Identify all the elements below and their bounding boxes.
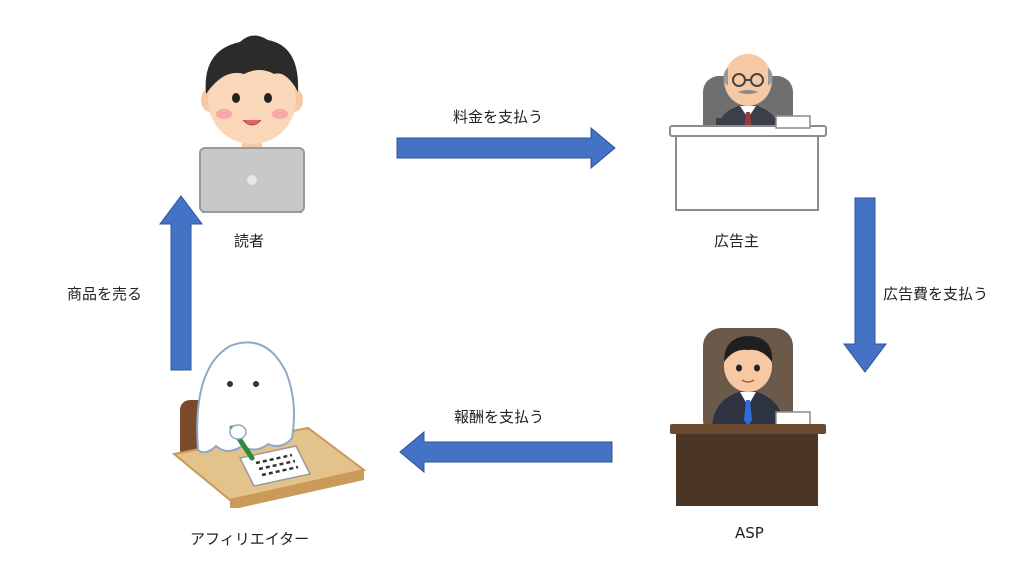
asp-label: ASP xyxy=(735,524,764,542)
advertiser-illustration xyxy=(669,54,827,211)
edge-label-pay-reward: 報酬を支払う xyxy=(454,408,545,426)
affiliate-illustration xyxy=(171,341,367,508)
arrow-affiliate-to-reader xyxy=(159,195,203,371)
asp-illustration xyxy=(670,328,826,506)
affiliate-label: アフィリエイター xyxy=(190,530,310,548)
arrow-reader-to-advertiser xyxy=(396,126,616,170)
arrow-asp-to-affiliate xyxy=(399,430,613,474)
arrow-advertiser-to-asp xyxy=(843,197,887,373)
edge-label-pay-ad-cost: 広告費を支払う xyxy=(883,285,989,303)
edge-label-pay-fee: 料金を支払う xyxy=(453,108,544,126)
reader-illustration xyxy=(199,35,305,213)
reader-label: 読者 xyxy=(234,232,265,250)
advertiser-label: 広告主 xyxy=(714,232,760,250)
edge-label-sell-product: 商品を売る xyxy=(67,285,143,303)
